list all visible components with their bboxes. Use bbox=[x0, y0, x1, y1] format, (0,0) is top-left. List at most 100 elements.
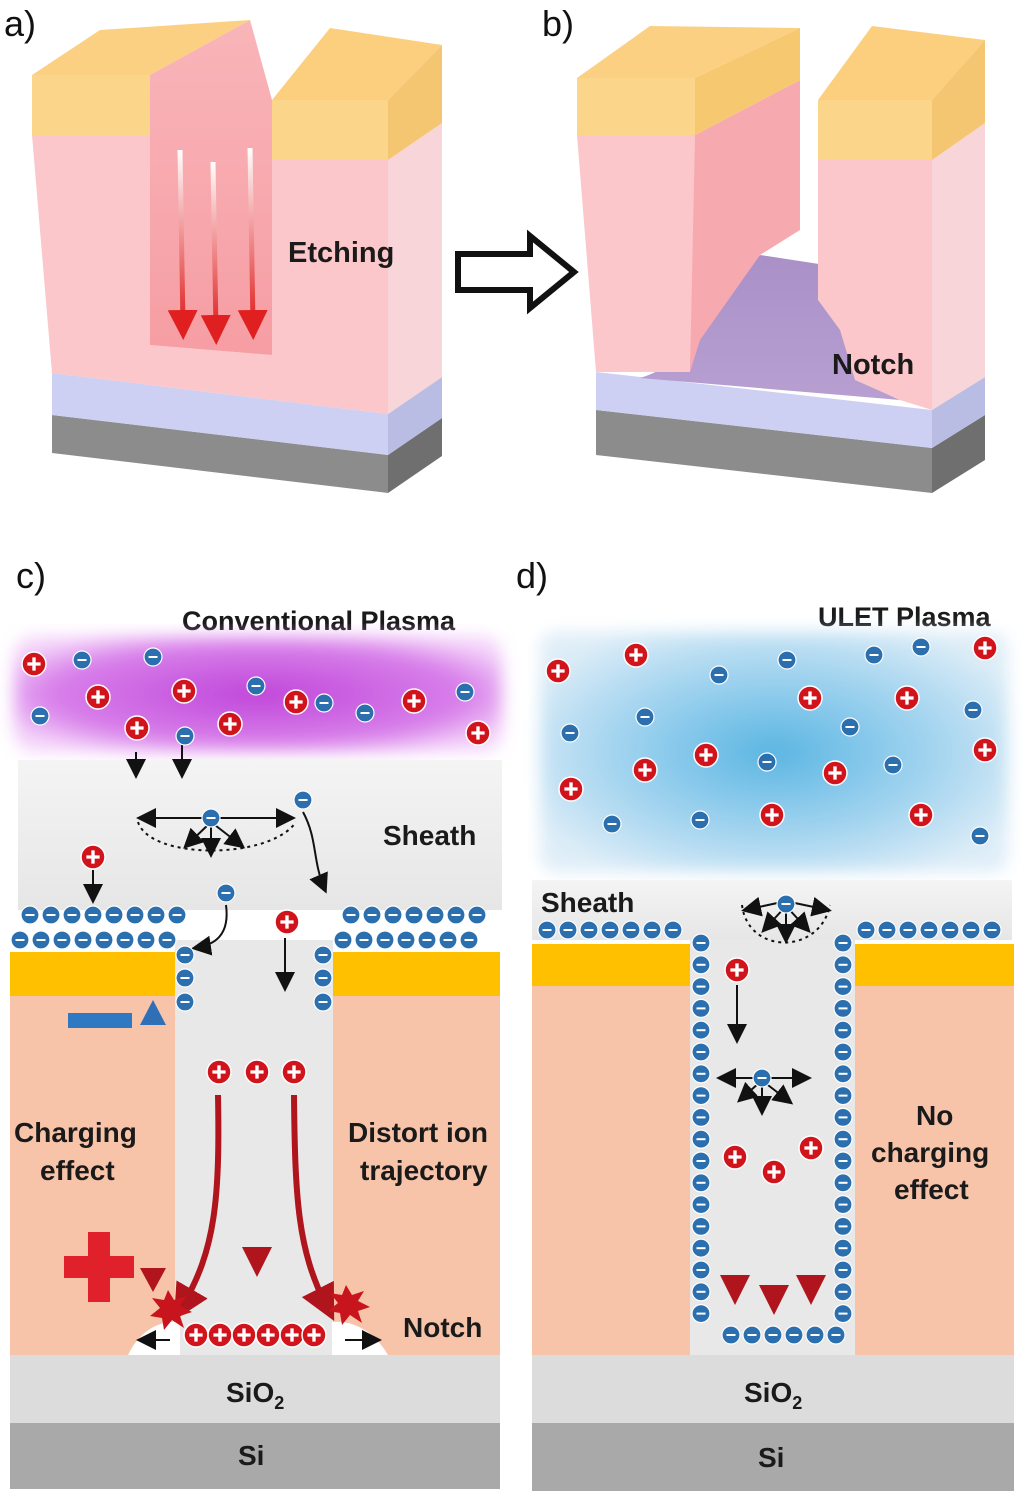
positive-ion bbox=[759, 802, 785, 828]
positive-ion bbox=[183, 1322, 209, 1348]
electron bbox=[777, 650, 797, 670]
electron bbox=[362, 905, 382, 925]
si-layer bbox=[10, 1423, 500, 1489]
sio2-label: SiO2 bbox=[744, 1377, 802, 1413]
impact-burst bbox=[150, 1290, 192, 1330]
electron bbox=[115, 930, 135, 950]
positive-ion bbox=[217, 711, 243, 737]
positive-ion bbox=[798, 1135, 824, 1161]
electron bbox=[833, 955, 853, 975]
electron bbox=[833, 1260, 853, 1280]
trench bbox=[175, 940, 333, 1355]
transition-arrow bbox=[455, 229, 579, 315]
positive-ion bbox=[465, 720, 491, 746]
panel-b-tag: b) bbox=[542, 3, 574, 44]
panel-d-tag: d) bbox=[516, 555, 548, 596]
positive-ion bbox=[281, 1059, 307, 1085]
electron bbox=[621, 920, 641, 940]
electron bbox=[558, 920, 578, 940]
electron bbox=[691, 1064, 711, 1084]
electron bbox=[691, 1260, 711, 1280]
electron bbox=[919, 920, 939, 940]
electron bbox=[833, 1085, 853, 1106]
electron bbox=[201, 808, 221, 828]
electron bbox=[982, 920, 1002, 940]
electron bbox=[691, 1129, 711, 1149]
electron bbox=[752, 1068, 772, 1088]
electron bbox=[314, 693, 334, 713]
electron bbox=[833, 1194, 853, 1215]
electron bbox=[691, 933, 711, 953]
electron bbox=[216, 883, 236, 903]
sheath-label: Sheath bbox=[541, 887, 634, 918]
etch-arrow bbox=[200, 161, 231, 345]
electron bbox=[970, 826, 990, 846]
electron bbox=[833, 1303, 853, 1324]
positive-ion bbox=[274, 909, 300, 935]
film-pillar-left bbox=[577, 135, 695, 372]
positive-ion bbox=[401, 688, 427, 714]
positive-ion bbox=[80, 844, 106, 870]
electron bbox=[898, 920, 918, 940]
electron bbox=[246, 676, 266, 696]
mask-left bbox=[32, 75, 150, 135]
mask-right bbox=[855, 944, 1014, 986]
electron bbox=[143, 647, 163, 667]
electron bbox=[961, 920, 981, 940]
electron bbox=[877, 920, 897, 940]
electron bbox=[72, 650, 92, 670]
electron bbox=[10, 930, 30, 950]
film-layer bbox=[32, 135, 388, 414]
electron bbox=[864, 645, 884, 665]
positive-ion bbox=[761, 1159, 787, 1185]
electron bbox=[833, 976, 853, 997]
positive-ion bbox=[255, 1322, 281, 1348]
electron bbox=[438, 930, 458, 950]
electron bbox=[833, 1042, 853, 1062]
positive-ion bbox=[894, 685, 920, 711]
electron bbox=[742, 1325, 762, 1345]
positive-ion bbox=[972, 635, 998, 661]
electron bbox=[833, 1238, 853, 1258]
sio2-label: SiO2 bbox=[226, 1377, 284, 1413]
conventional-plasma-title: Conventional Plasma bbox=[182, 606, 456, 636]
electron bbox=[805, 1325, 825, 1345]
impact-burst bbox=[328, 1285, 370, 1325]
electron bbox=[396, 930, 416, 950]
electron bbox=[31, 930, 51, 950]
electron bbox=[757, 752, 777, 772]
positive-ion bbox=[85, 684, 111, 710]
notch-label: Notch bbox=[403, 1312, 482, 1343]
electron bbox=[355, 703, 375, 723]
ulet-plasma-region bbox=[540, 632, 1008, 872]
ion-trajectory bbox=[173, 1094, 222, 1321]
positive-ion bbox=[207, 1322, 233, 1348]
etch-arrow bbox=[167, 149, 198, 340]
electron bbox=[709, 665, 729, 685]
film-pillar-right bbox=[818, 160, 932, 410]
svg-text:charging: charging bbox=[871, 1137, 989, 1168]
positive-ion bbox=[822, 760, 848, 786]
si-layer bbox=[532, 1423, 1014, 1491]
mask-left bbox=[532, 944, 690, 986]
sheath-label: Sheath bbox=[383, 820, 476, 851]
electron bbox=[690, 810, 710, 830]
electron bbox=[963, 700, 983, 720]
no-charging-label: No bbox=[916, 1100, 953, 1131]
svg-text:effect: effect bbox=[40, 1155, 115, 1186]
electron bbox=[691, 955, 711, 975]
electron bbox=[125, 905, 145, 925]
electron bbox=[721, 1325, 741, 1345]
electron bbox=[383, 905, 403, 925]
electron bbox=[663, 920, 683, 940]
notch-label: Notch bbox=[832, 349, 914, 381]
electron bbox=[776, 894, 796, 914]
electron bbox=[833, 998, 853, 1019]
svg-text:trajectory: trajectory bbox=[360, 1155, 488, 1186]
mask-right bbox=[333, 952, 500, 996]
electron bbox=[83, 905, 103, 925]
electron bbox=[833, 1129, 853, 1149]
electron bbox=[833, 1020, 853, 1040]
charging-effect-label: Charging bbox=[14, 1117, 137, 1148]
positive-charge-sign bbox=[64, 1232, 134, 1302]
